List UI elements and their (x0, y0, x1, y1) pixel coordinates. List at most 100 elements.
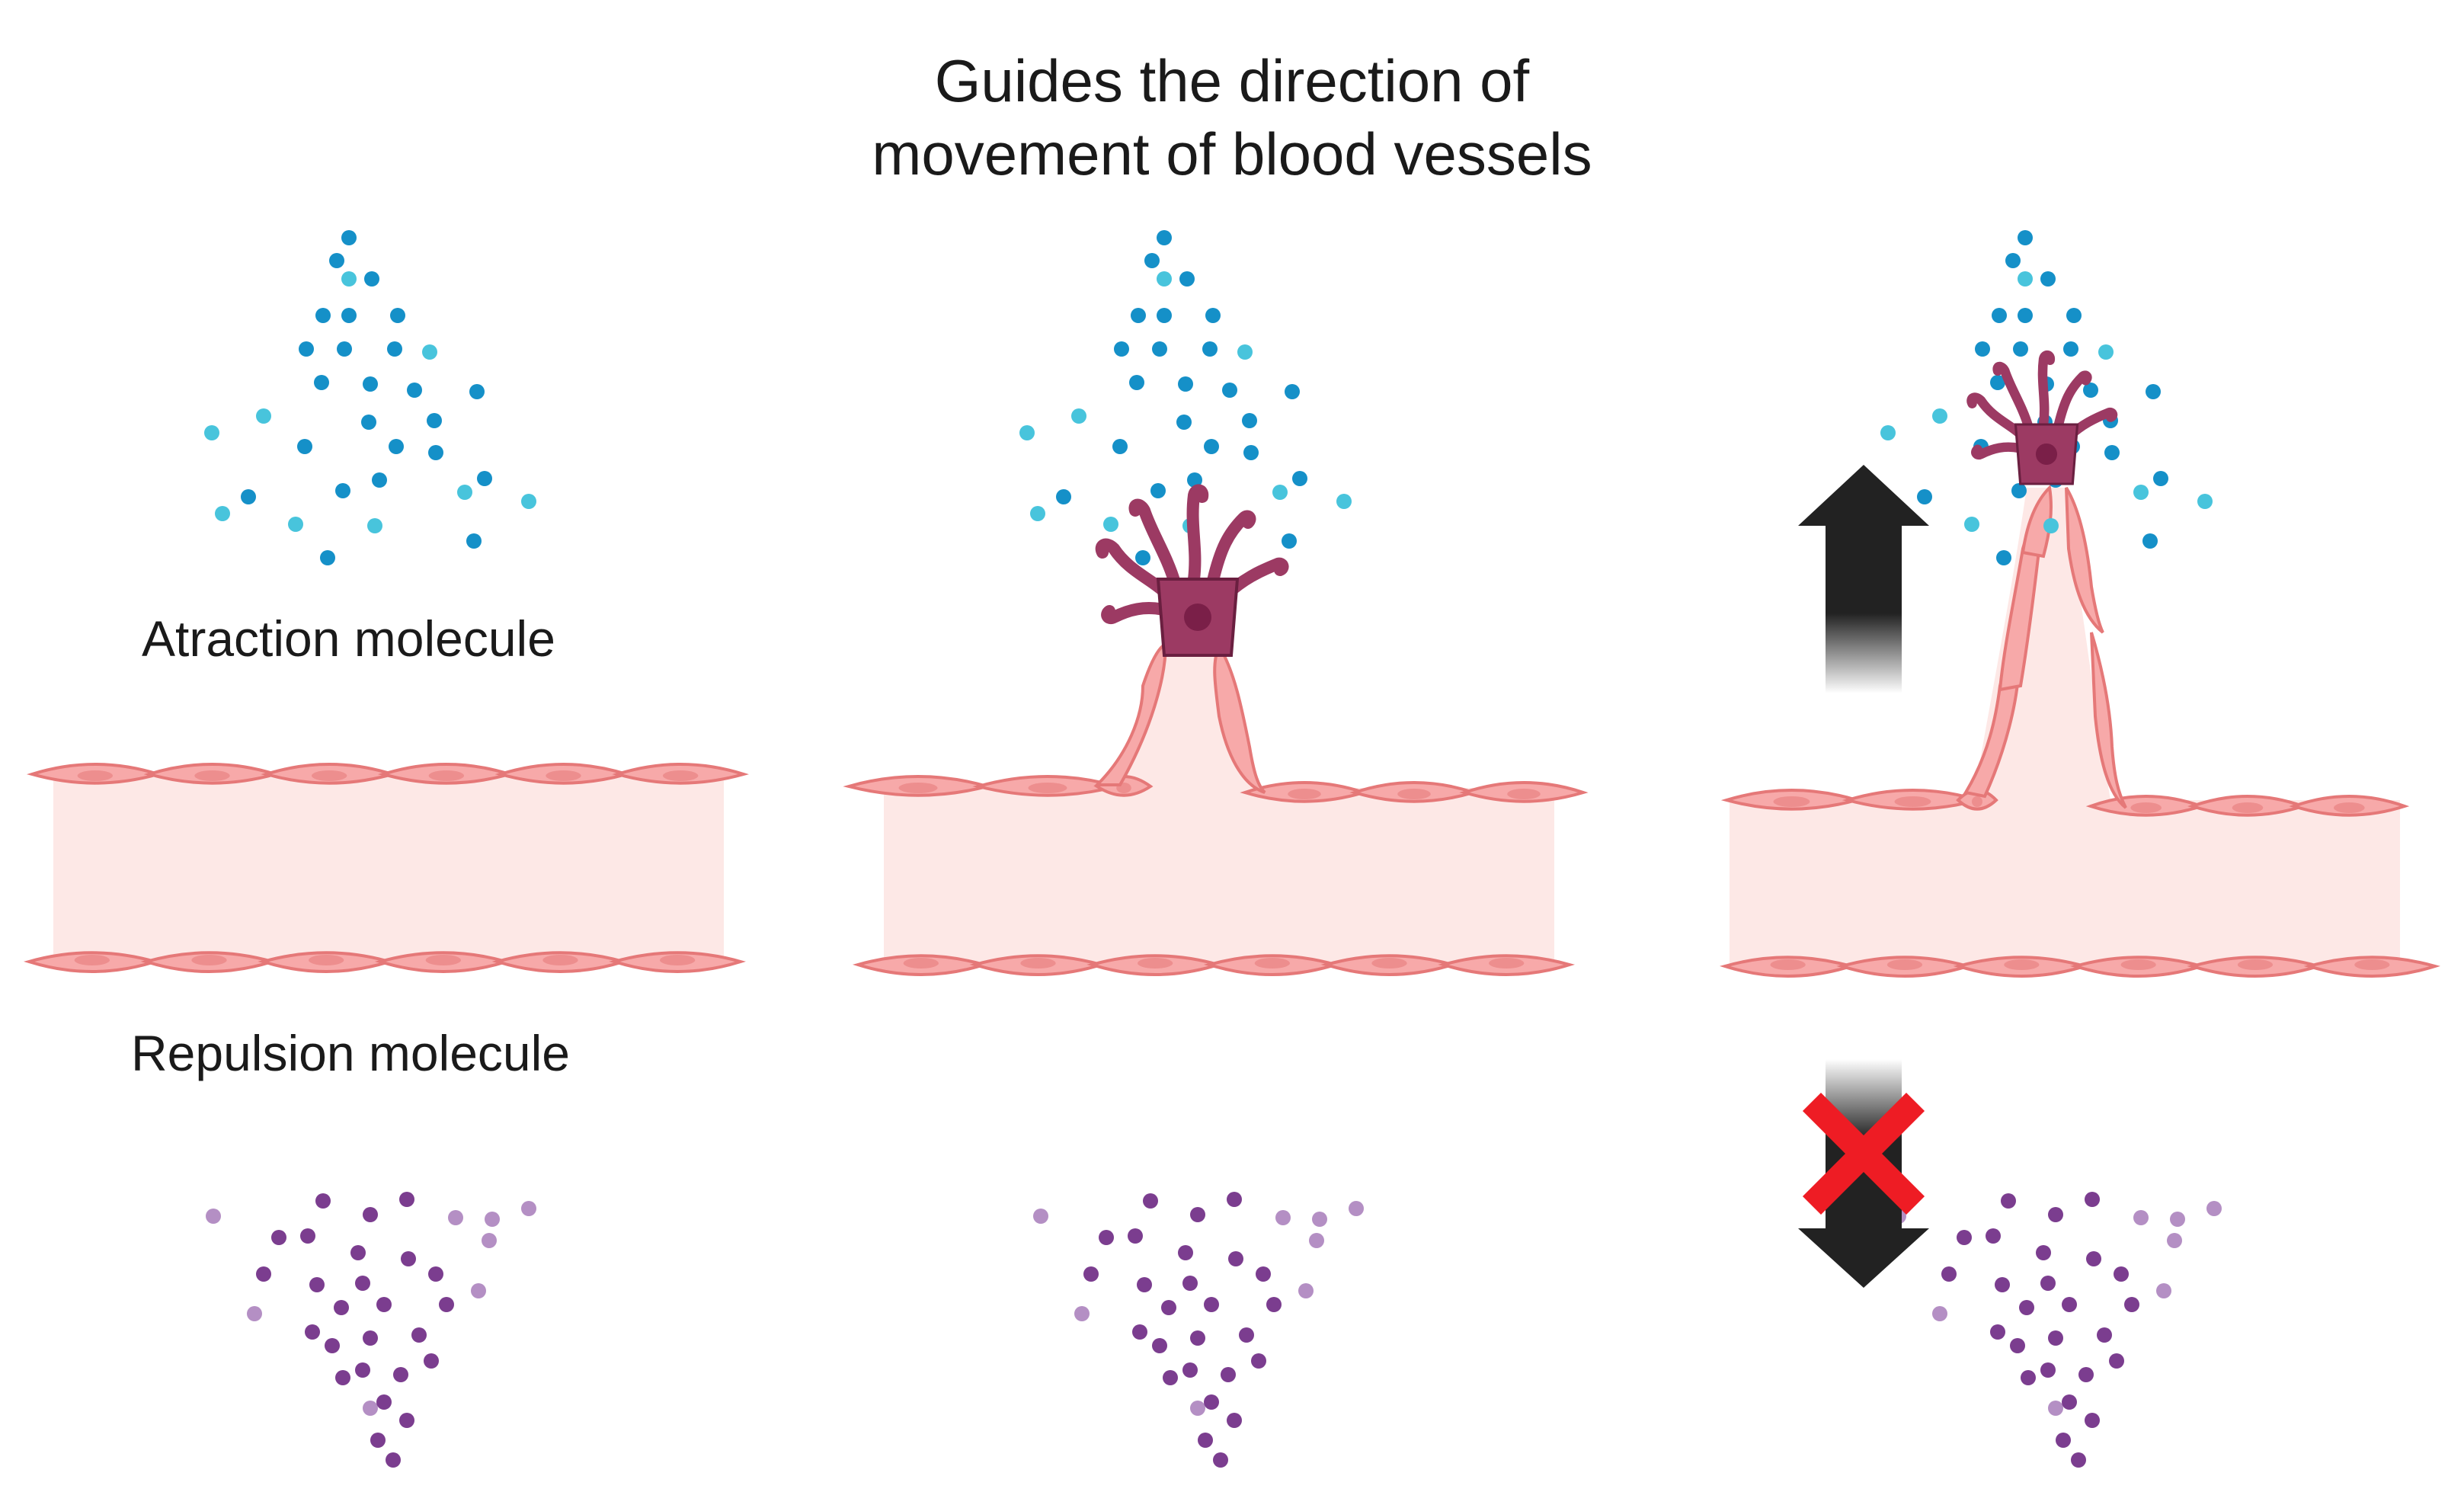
repulsion-molecule-dot (2040, 1362, 2056, 1378)
attraction-molecule-dot (1157, 271, 1172, 287)
repulsion-molecule-dot (1932, 1306, 1947, 1321)
repulsion-molecule-dot (2085, 1192, 2100, 1207)
repulsion-molecule-dot (355, 1362, 370, 1378)
repulsion-molecule-dot (1182, 1362, 1198, 1378)
attraction-molecule-dot (341, 230, 357, 245)
repulsion-molecule-dot (2170, 1212, 2185, 1227)
attraction-molecule-dot (389, 439, 404, 454)
attraction-molecule-dot (2040, 271, 2056, 287)
repulsion-molecule-dot (485, 1212, 500, 1227)
repulsion-molecule-dot (1152, 1338, 1167, 1353)
attraction-molecule-dot (335, 483, 350, 498)
sprout-cell-left (1093, 641, 1168, 786)
attraction-molecule-cluster (204, 230, 536, 565)
cell-nucleus (191, 955, 227, 965)
cell-nucleus (1773, 796, 1810, 807)
attraction-molecule-dot (2098, 344, 2114, 360)
cell-nucleus (2130, 802, 2162, 813)
repulsion-molecule-dot (1128, 1228, 1143, 1244)
repulsion-molecule-dot (2133, 1210, 2149, 1225)
attraction-molecule-dot (288, 517, 303, 532)
repulsion-molecule-dot (448, 1210, 463, 1225)
attraction-molecule-dot (466, 533, 482, 549)
repulsion-molecule-dot (2109, 1353, 2124, 1369)
repulsion-molecule-dot (2078, 1367, 2094, 1382)
repulsion-molecule-dot (2071, 1452, 2086, 1468)
repulsion-molecule-dot (2010, 1338, 2025, 1353)
cell-nucleus (1137, 958, 1173, 969)
repulsion-molecule-dot (2019, 1300, 2034, 1315)
attraction-molecule-dot (1019, 425, 1035, 440)
vessel-wall-top (1720, 789, 1998, 811)
repulsion-molecule-dot (1099, 1230, 1114, 1245)
attraction-molecule-dot (1996, 550, 2011, 565)
attraction-molecule-dot (1292, 471, 1307, 486)
repulsion-molecule-dot (256, 1266, 271, 1282)
attraction-molecule-dot (1056, 489, 1071, 504)
attraction-molecule-dot (341, 308, 357, 323)
attraction-molecule-dot (1176, 415, 1192, 430)
attraction-molecule-dot (1975, 341, 1990, 357)
attraction-molecule-dot (1272, 485, 1288, 500)
attraction-molecule-dot (1222, 383, 1237, 398)
repulsion-molecule-dot (1161, 1300, 1176, 1315)
attraction-molecule-dot (2066, 308, 2082, 323)
attraction-molecule-dot (2142, 533, 2158, 549)
attraction-molecule-dot (427, 413, 442, 428)
repulsion-molecule-dot (1227, 1192, 1242, 1207)
attraction-molecule-dot (314, 375, 329, 390)
attraction-molecule-dot (2013, 341, 2028, 357)
filopodium (1128, 498, 1181, 589)
repulsion-molecule-dot (2048, 1401, 2063, 1416)
repulsion-molecule-dot (1137, 1277, 1152, 1292)
attraction-molecule-dot (1282, 533, 1297, 549)
figure-title: Guides the direction of movement of bloo… (0, 44, 2464, 191)
attraction-molecule-dot (1129, 375, 1144, 390)
attraction-molecule-dot (1135, 550, 1150, 565)
attraction-molecule-dot (422, 344, 437, 360)
attraction-molecule-dot (1964, 517, 1979, 532)
cell-nucleus (2232, 802, 2264, 813)
repulsion-molecule-dot (1163, 1370, 1178, 1385)
attraction-molecule-dot (1114, 341, 1129, 357)
attraction-molecule-dot (2146, 384, 2161, 399)
attraction-molecule-dot (364, 271, 379, 287)
attraction-molecule-dot (2011, 483, 2027, 498)
repulsion-molecule-dot (2021, 1370, 2036, 1385)
filopodium (1101, 602, 1170, 624)
repulsion-molecule-dot (2062, 1297, 2077, 1312)
attraction-molecule-dot (1030, 506, 1045, 521)
cell-nucleus (308, 955, 344, 965)
attraction-molecule-dot (1992, 308, 2007, 323)
cross-stroke (1802, 1092, 1925, 1215)
repulsion-molecule-dot (399, 1413, 414, 1428)
cell-nucleus (425, 955, 462, 965)
repulsion-molecule-cluster (1891, 1192, 2222, 1468)
repulsion-molecule-dot (1251, 1353, 1266, 1369)
repulsion-molecule-dot (1227, 1413, 1242, 1428)
cell-nucleus (311, 770, 347, 781)
attraction-molecule-dot (1152, 341, 1167, 357)
cell-nucleus (1371, 958, 1407, 969)
repulsion-molecule-dot (2048, 1207, 2063, 1222)
repulsion-molecule-dot (1275, 1210, 1291, 1225)
attraction-molecule-dot (1103, 517, 1118, 532)
repulsion-molecule-dot (1228, 1251, 1243, 1266)
filopodium (2064, 407, 2118, 441)
repulsion-molecule-dot (206, 1209, 221, 1224)
cell-nucleus (1254, 958, 1291, 969)
repulsion-molecule-dot (1239, 1327, 1254, 1343)
repulsion-molecule-dot (1941, 1266, 1957, 1282)
attraction-molecule-dot (2018, 308, 2033, 323)
repulsion-molecule-dot (399, 1192, 414, 1207)
vessel-wall-bottom (852, 954, 1576, 976)
repulsion-molecule-dot (271, 1230, 286, 1245)
attraction-molecule-dot (329, 253, 344, 268)
attraction-molecule-dot (1178, 376, 1193, 392)
sprout-cell (2065, 486, 2104, 634)
repulsion-molecule-dot (401, 1251, 416, 1266)
vessel-sprouts (1120, 488, 2110, 800)
filopodium (2037, 350, 2056, 430)
